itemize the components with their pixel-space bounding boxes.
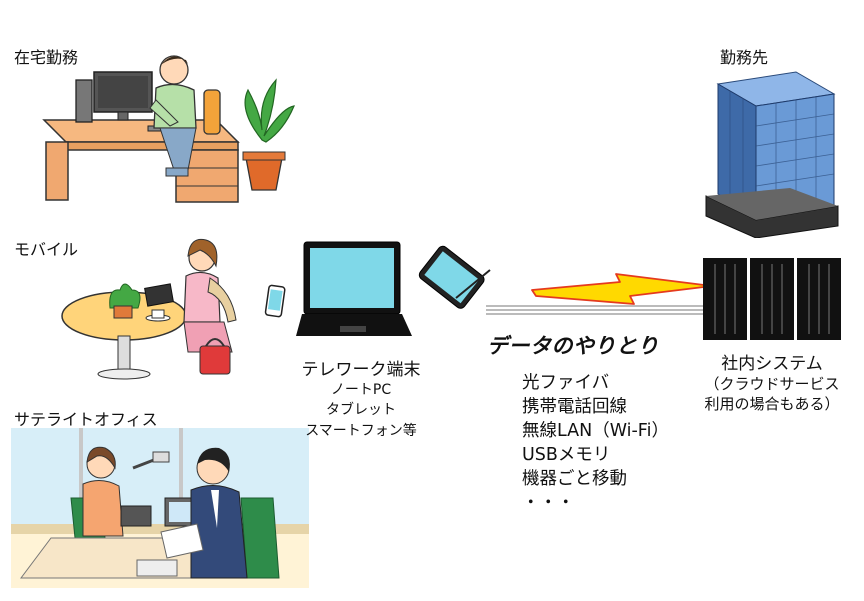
lightning-bolt-icon — [531, 273, 713, 305]
smartphone-icon — [264, 284, 286, 318]
method-fiber: 光ファイバ — [522, 373, 610, 393]
method-etc: ・・・ — [522, 493, 575, 513]
terminal-item-notebook: ノートPC — [330, 382, 392, 398]
home-work-illustration — [42, 55, 295, 203]
terminal-item-tablet: タブレット — [326, 402, 396, 418]
data-exchange-methods: 光ファイバ 携帯電話回線 無線LAN（Wi-Fi） USBメモリ 機器ごと移動 … — [522, 371, 669, 515]
server-rack-icon — [703, 258, 841, 340]
label-mobile: モバイル — [14, 240, 79, 259]
terminal-item-smartphone: スマートフォン等 — [305, 423, 417, 439]
label-home-work: 在宅勤務 — [14, 48, 79, 67]
method-wifi: 無線LAN（Wi-Fi） — [522, 421, 669, 441]
label-office: 勤務先 — [720, 48, 769, 67]
data-exchange-title: データのやりとり — [487, 334, 659, 358]
office-building-icon — [705, 71, 839, 238]
system-note-line1: （クラウドサービス — [704, 375, 840, 393]
laptop-icon — [296, 241, 412, 336]
system-title: 社内システム — [721, 354, 823, 374]
label-satellite-office: サテライトオフィス — [14, 410, 158, 429]
terminal-title: テレワーク端末 — [301, 360, 421, 380]
system-note-line2: 利用の場合もある） — [704, 395, 840, 413]
method-mobile-network: 携帯電話回線 — [522, 397, 627, 417]
tablet-icon — [418, 245, 491, 309]
method-usb: USBメモリ — [522, 445, 611, 465]
mobile-illustration — [61, 238, 237, 380]
satellite-office-illustration — [11, 428, 309, 588]
method-device-transport: 機器ごと移動 — [522, 469, 627, 489]
connection-lines — [486, 305, 712, 315]
